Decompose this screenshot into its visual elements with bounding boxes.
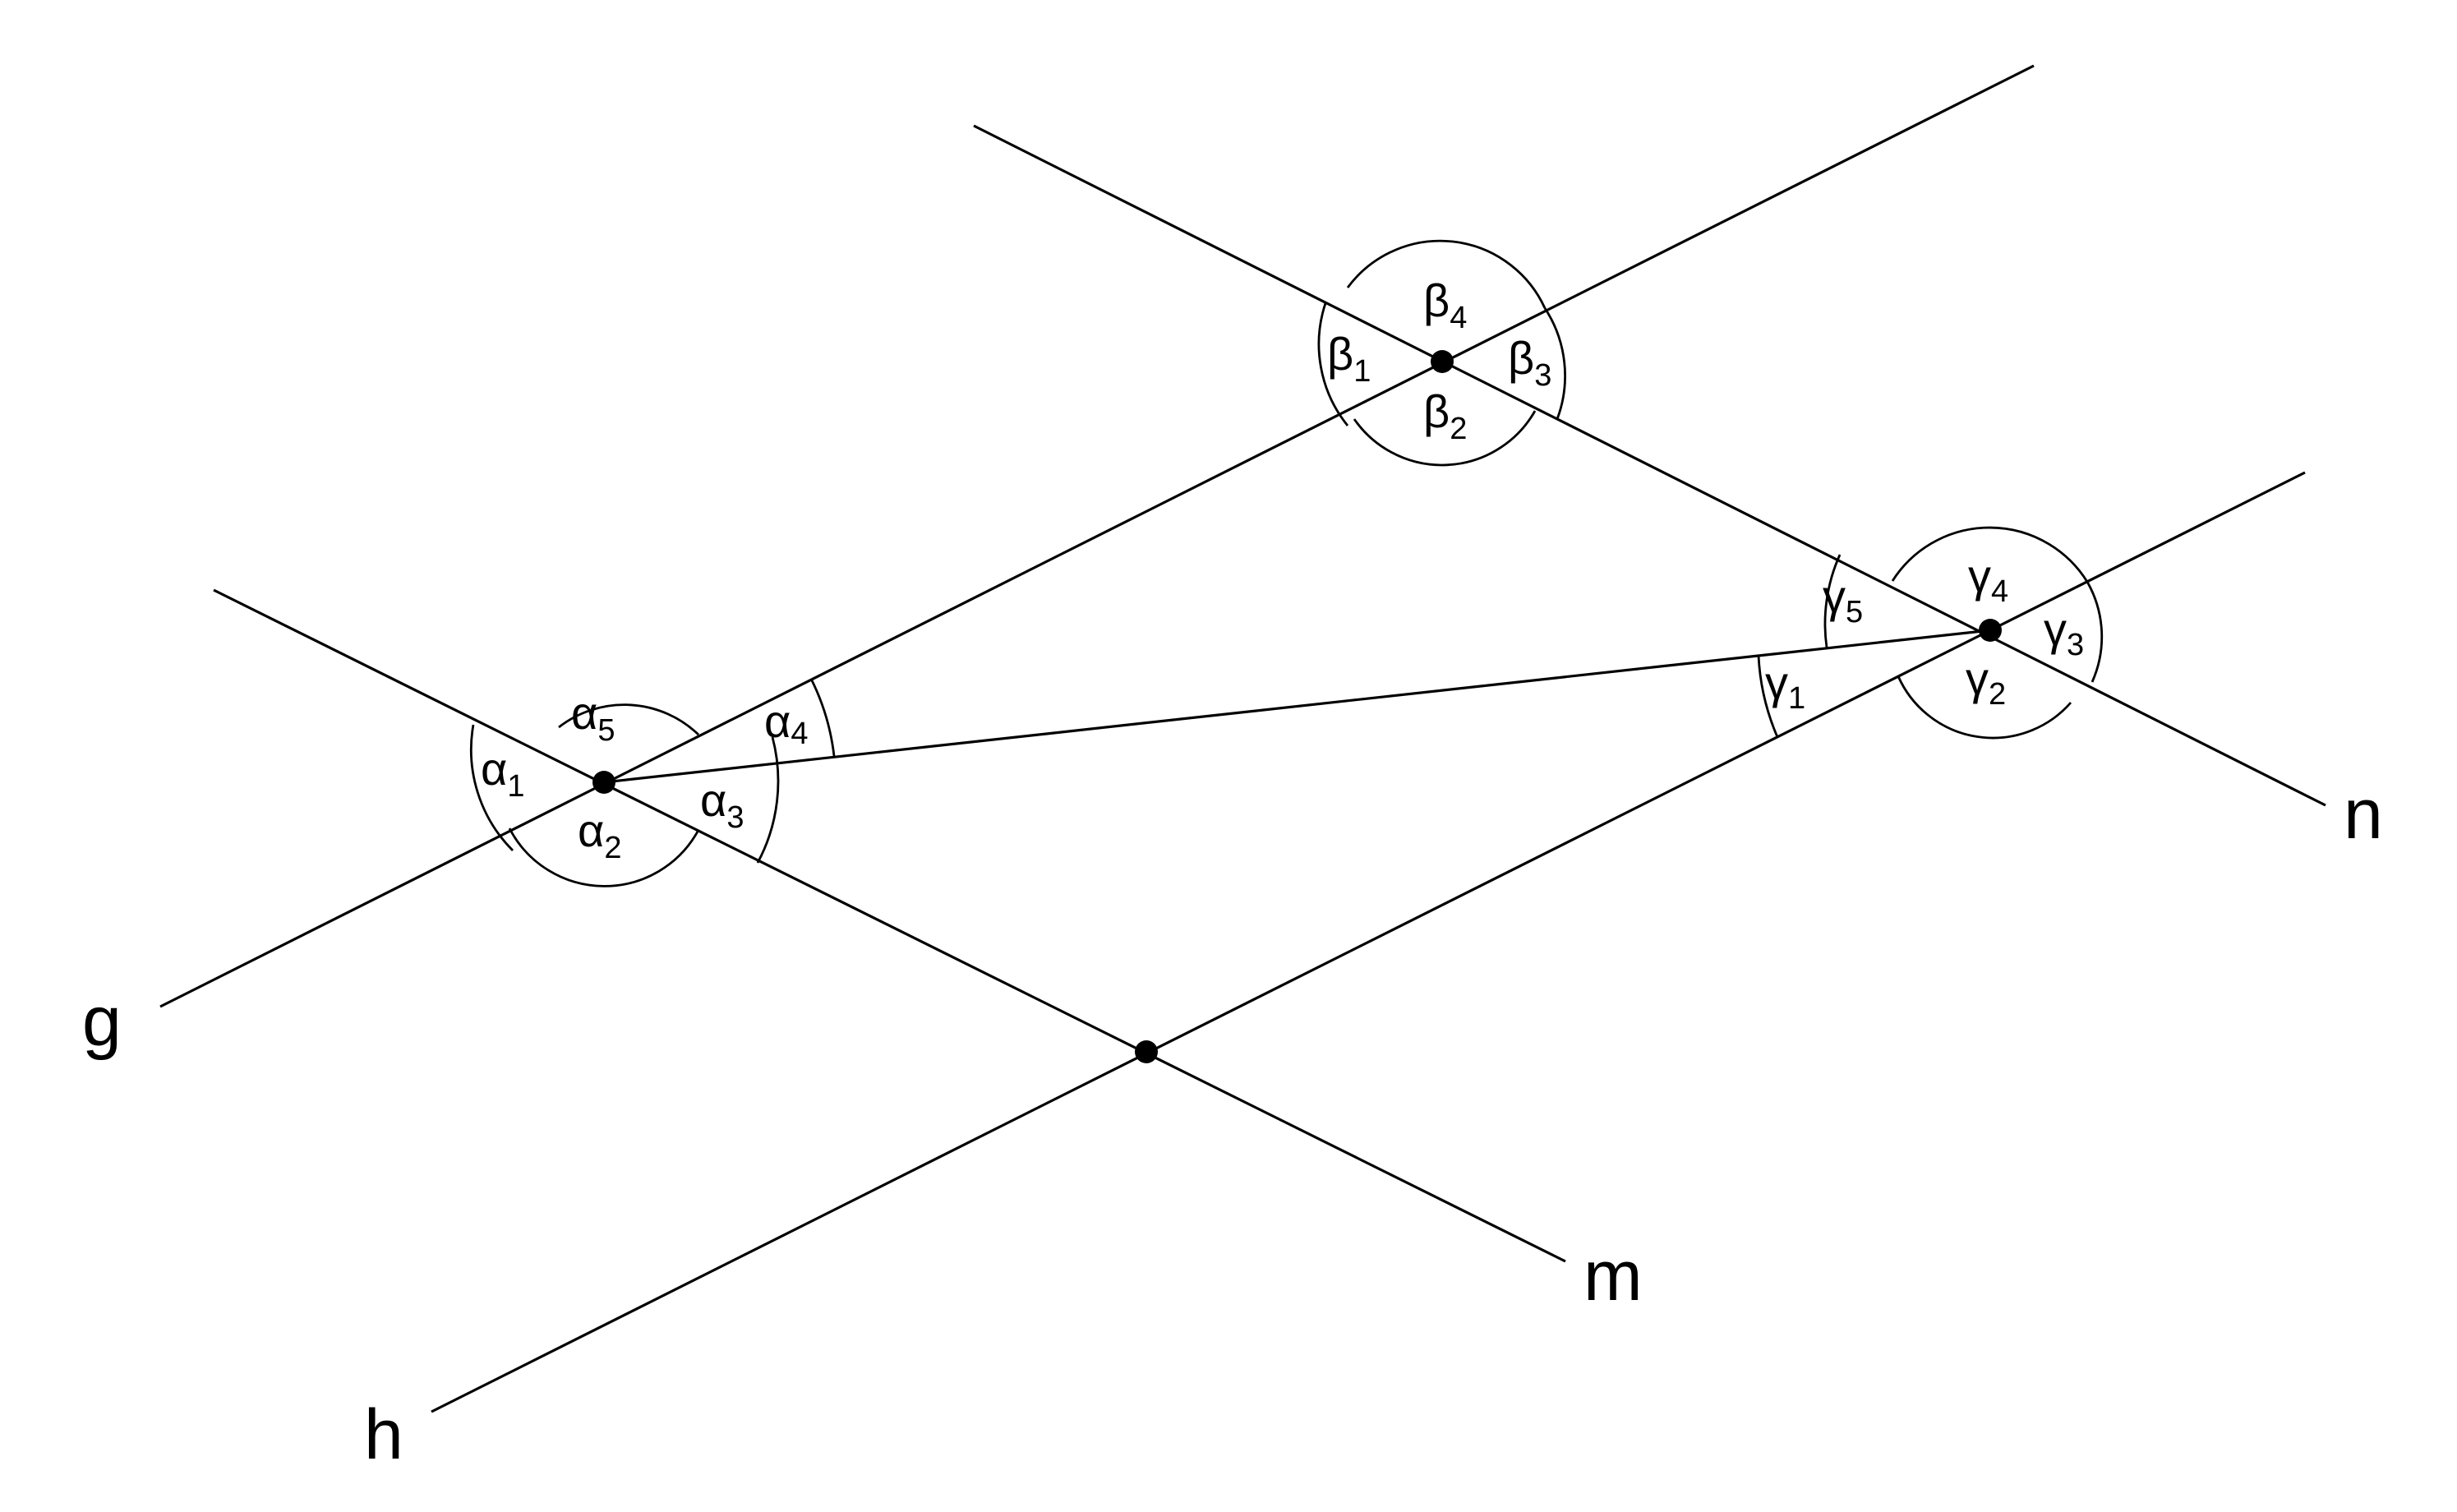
line-m — [213, 588, 1566, 1263]
arc-beta-4 — [1346, 239, 1547, 309]
line-h — [431, 471, 2306, 1413]
angle-label-alpha-2: α2 — [578, 804, 622, 865]
angle-label-beta-1: β1 — [1327, 328, 1371, 389]
label-m: m — [1583, 1237, 1643, 1316]
angle-label-beta-4: β4 — [1423, 274, 1467, 335]
point-beta-vertex — [1431, 350, 1454, 373]
angle-label-alpha-4: α4 — [764, 695, 809, 751]
angle-label-alpha-5: α5 — [571, 687, 615, 748]
angle-label-gamma-5: γ5 — [1823, 570, 1863, 629]
arc-alpha-3 — [756, 736, 780, 864]
arc-gamma-5 — [1823, 554, 1842, 648]
arc-alpha-4 — [809, 678, 836, 757]
line-alpha-gamma — [603, 629, 1991, 784]
line-g — [159, 64, 2035, 1008]
arc-beta-3 — [1543, 307, 1566, 420]
arc-gamma-3 — [2086, 581, 2104, 683]
label-n: n — [2344, 775, 2383, 854]
angle-label-alpha-1: α1 — [481, 743, 525, 804]
point-h-m-intersection — [1135, 1040, 1158, 1063]
point-gamma-vertex — [1979, 619, 2002, 642]
angle-label-gamma-2: γ2 — [1966, 652, 2006, 712]
label-h: h — [364, 1395, 403, 1474]
angle-label-gamma-1: γ1 — [1765, 657, 1805, 716]
arc-alpha-5 — [558, 703, 699, 736]
label-g: g — [82, 982, 122, 1061]
angle-label-beta-2: β2 — [1423, 385, 1467, 446]
arc-gamma-4 — [1891, 526, 2089, 583]
angle-label-gamma-4: γ4 — [1968, 550, 2008, 609]
point-alpha-vertex — [592, 771, 615, 794]
arc-gamma-2 — [1897, 675, 2072, 740]
angle-label-beta-3: β3 — [1508, 332, 1551, 393]
arc-gamma-1 — [1757, 655, 1779, 738]
arc-beta-2 — [1353, 410, 1537, 467]
arc-beta-1 — [1317, 302, 1349, 426]
line-n — [973, 124, 2326, 807]
arc-alpha-1 — [469, 724, 514, 851]
angle-label-gamma-3: γ3 — [2044, 603, 2084, 662]
angle-label-alpha-3: α3 — [700, 774, 744, 835]
arc-alpha-2 — [508, 827, 700, 887]
